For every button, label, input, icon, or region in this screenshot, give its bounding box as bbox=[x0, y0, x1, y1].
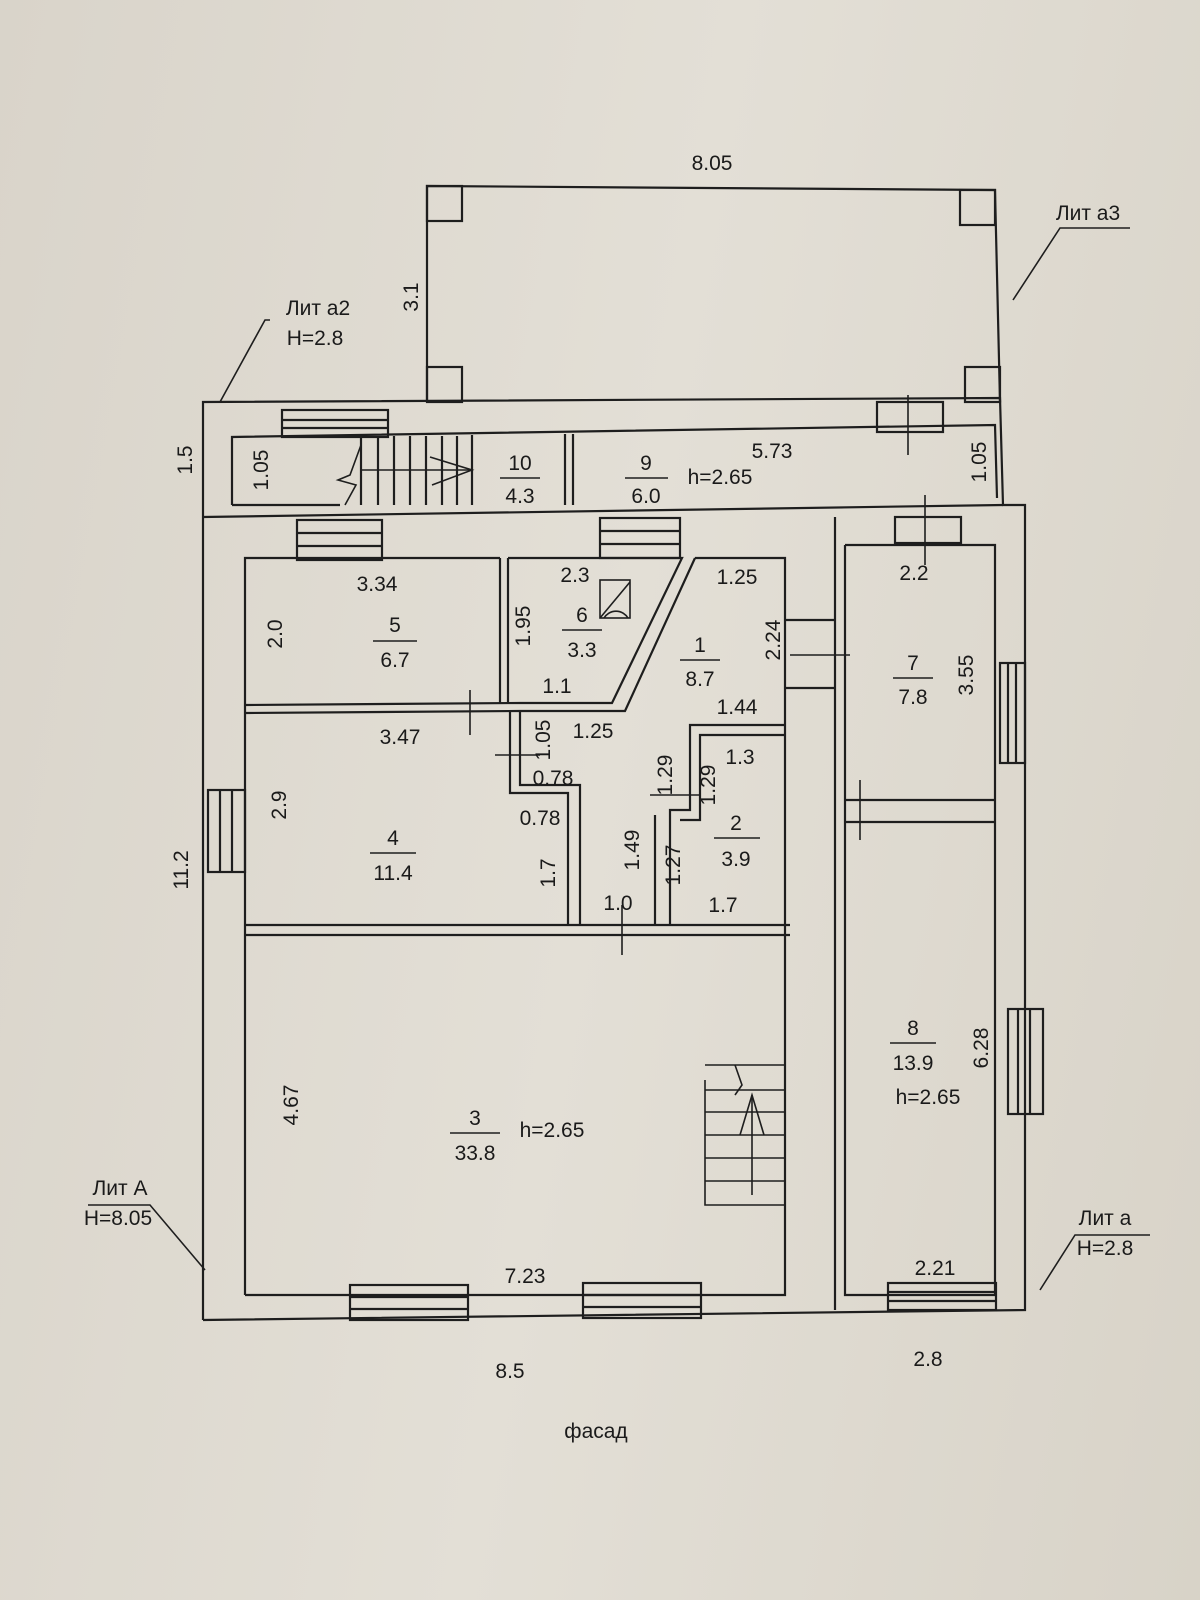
dim-label: 3.34 bbox=[357, 573, 398, 596]
room-2-area: 3.9 bbox=[721, 848, 750, 871]
dim-label: 1.05 bbox=[250, 450, 273, 491]
room-3-number: 3 bbox=[469, 1107, 481, 1130]
porch-a3 bbox=[425, 184, 1002, 404]
dim-label: 1.95 bbox=[512, 606, 535, 647]
dim-label: 5.73 bbox=[752, 440, 793, 463]
dim-label: 1.7 bbox=[537, 858, 560, 887]
room-10-number: 10 bbox=[508, 452, 531, 475]
dim-label: 3.47 bbox=[380, 726, 421, 749]
room-1-area: 8.7 bbox=[685, 668, 714, 691]
dim-label: 8.5 bbox=[495, 1360, 524, 1383]
room-10-area: 4.3 bbox=[505, 485, 534, 508]
room-9-area: 6.0 bbox=[631, 485, 660, 508]
dim-label: 1.49 bbox=[621, 830, 644, 871]
dim-label: 1.5 bbox=[174, 445, 197, 474]
litera-a2-height: H=2.8 bbox=[287, 327, 344, 350]
dim-label: 3.55 bbox=[955, 655, 978, 696]
inner-walls bbox=[243, 517, 997, 1310]
dim-label: 11.2 bbox=[170, 850, 193, 889]
litera-a2-label: Лит а2 bbox=[286, 297, 350, 320]
dim-label: 1.1 bbox=[542, 675, 571, 698]
dim-label: 2.0 bbox=[264, 619, 287, 648]
room-4-area: 11.4 bbox=[373, 862, 413, 885]
room-4-number: 4 bbox=[387, 827, 399, 850]
room-9-height: h=2.65 bbox=[688, 466, 753, 489]
dim-label: 6.28 bbox=[970, 1028, 993, 1069]
room-6-area: 3.3 bbox=[567, 639, 596, 662]
dim-label: 1.29 bbox=[654, 755, 677, 796]
room-8-area: 13.9 bbox=[893, 1052, 934, 1075]
room-3-height: h=2.65 bbox=[520, 1119, 585, 1142]
litera-a-height: H=2.8 bbox=[1077, 1237, 1134, 1260]
dim-label: 2.9 bbox=[268, 790, 291, 819]
dim-label: 3.1 bbox=[400, 282, 423, 311]
room-labels: 10 4.3 9 6.0 h=2.65 5 6.7 6 3.3 1 8.7 7 … bbox=[370, 452, 960, 1165]
room-9-number: 9 bbox=[640, 452, 652, 475]
dim-label: 2.2 bbox=[899, 562, 928, 585]
facade-label: фасад bbox=[564, 1420, 627, 1443]
dim-label: 1.7 bbox=[708, 894, 737, 917]
room-5-number: 5 bbox=[389, 614, 401, 637]
room-7-area: 7.8 bbox=[898, 686, 927, 709]
room-6-number: 6 bbox=[576, 604, 588, 627]
dim-label: 1.44 bbox=[717, 696, 758, 719]
dim-label: 1.05 bbox=[968, 442, 991, 483]
dim-label: 1.05 bbox=[532, 720, 555, 761]
dimension-labels: 8.05 3.1 1.5 1.05 5.73 1.05 3.34 2.0 2.3… bbox=[170, 152, 993, 1383]
litera-A-height: H=8.05 bbox=[84, 1207, 152, 1230]
room-7-number: 7 bbox=[907, 652, 919, 675]
room-5-area: 6.7 bbox=[380, 649, 409, 672]
dim-label: 1.25 bbox=[717, 566, 758, 589]
dim-label: 1.25 bbox=[573, 720, 614, 743]
room-3-area: 33.8 bbox=[455, 1142, 496, 1165]
room-2-number: 2 bbox=[730, 812, 742, 835]
dim-label: 1.29 bbox=[697, 765, 720, 806]
dim-label: 8.05 bbox=[692, 152, 733, 175]
dim-label: 7.23 bbox=[505, 1265, 546, 1288]
room-8-height: h=2.65 bbox=[896, 1086, 961, 1109]
dim-label: 4.67 bbox=[280, 1085, 303, 1126]
dim-label: 2.8 bbox=[913, 1348, 942, 1371]
litera-a3-label: Лит а3 bbox=[1056, 202, 1120, 225]
litera-a-label: Лит а bbox=[1079, 1207, 1132, 1230]
dim-label: 1.27 bbox=[662, 845, 685, 886]
room-1-number: 1 bbox=[694, 634, 706, 657]
dim-label: 1.0 bbox=[603, 892, 632, 915]
dim-label: 2.21 bbox=[915, 1257, 956, 1280]
dim-label: 2.3 bbox=[560, 564, 589, 587]
dim-label: 0.78 bbox=[533, 767, 574, 790]
room-8-number: 8 bbox=[907, 1017, 919, 1040]
dim-label: 1.3 bbox=[725, 746, 754, 769]
dim-label: 0.78 bbox=[520, 807, 561, 830]
dim-label: 2.24 bbox=[762, 619, 785, 660]
leader-lines bbox=[88, 227, 1150, 1291]
litera-A-label: Лит А bbox=[93, 1177, 148, 1200]
